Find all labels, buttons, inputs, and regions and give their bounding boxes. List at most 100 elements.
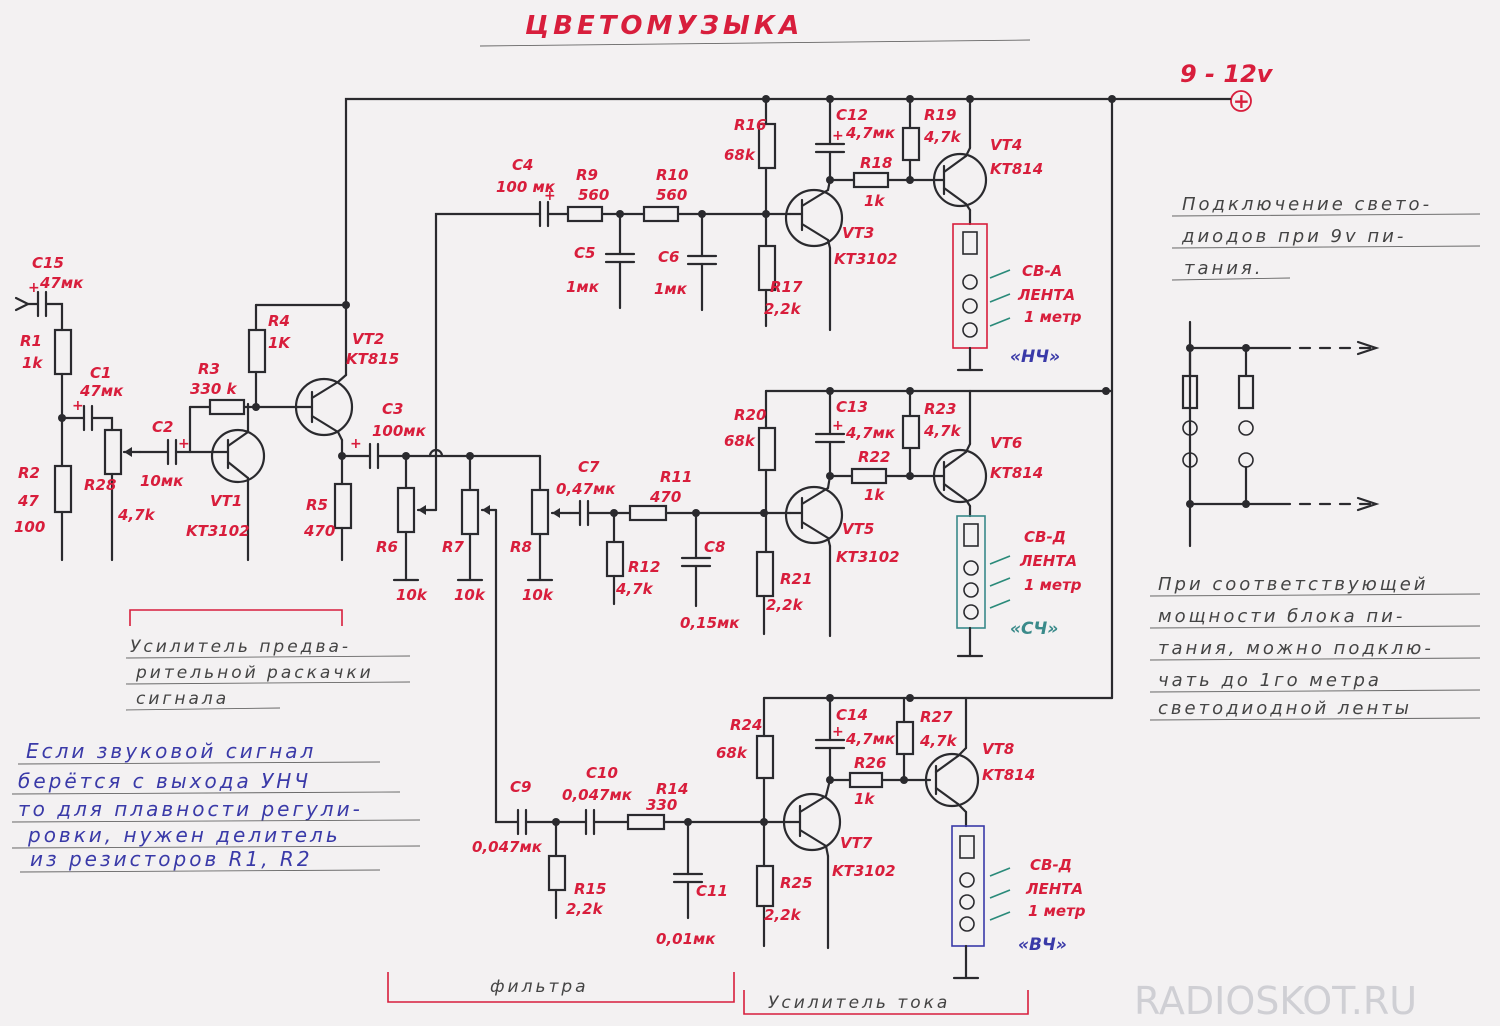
low-filter: + C4 100 мк R9 560 R10 560 C5 1мк C6 1мк: [496, 156, 792, 312]
r27-ref: R27: [920, 708, 953, 726]
vt5-ref: VT5: [842, 520, 874, 538]
c12-ref: C12: [836, 106, 868, 124]
high-band-label: «ВЧ»: [1018, 935, 1067, 955]
vt1-transistor: [210, 428, 266, 484]
svg-text:+: +: [832, 724, 844, 740]
note-connection-line1: Подключение свето-: [1182, 194, 1432, 215]
low-strip-box: [952, 223, 988, 349]
note-current-amp-label: Усилитель тока: [768, 993, 950, 1013]
r20-value: 68k: [724, 432, 756, 450]
note-divider-line3: то для плавности регули-: [18, 797, 363, 821]
r15-ref: R15: [574, 880, 606, 898]
svg-text:+: +: [832, 128, 844, 144]
r4-value: 1K: [268, 334, 291, 352]
connection-sketch: [1181, 320, 1380, 548]
c6-value: 1мк: [654, 280, 688, 298]
high-strip-line3: 1 метр: [1028, 902, 1086, 920]
r12-ref: R12: [628, 558, 660, 576]
low-strip-line1: CB-A: [1022, 262, 1062, 280]
note-divider-line5: из резисторов R1, R2: [30, 847, 313, 871]
r26-resistor: [848, 771, 884, 789]
r24-resistor: [755, 734, 775, 780]
r19-resistor: [901, 126, 921, 162]
svg-text:+: +: [72, 398, 84, 414]
c11-value: 0,01мк: [656, 930, 716, 948]
r8-value: 10k: [522, 586, 554, 604]
r16-ref: R16: [734, 116, 766, 134]
c8-ref: C8: [704, 538, 725, 556]
r26-ref: R26: [854, 754, 886, 772]
r6-ref: R6: [376, 538, 398, 556]
mid-filter: C7 0,47мк R11 470 R12 4,7k C8 0,15мк: [556, 458, 792, 632]
c14-value: 4,7мк: [845, 730, 896, 748]
r3-resistor: [208, 398, 246, 416]
r28-ref: R28: [84, 476, 116, 494]
c2-value: 10мк: [140, 472, 184, 490]
c3-value: 100мк: [372, 422, 427, 440]
vt2-ref: VT2: [352, 330, 384, 348]
r5-ref: R5: [306, 496, 328, 514]
r14-value: 330: [646, 796, 677, 814]
vt5-transistor: [784, 485, 844, 545]
low-band-label: «НЧ»: [1010, 347, 1060, 367]
svg-text:+: +: [178, 436, 190, 452]
note-preamp-line3: сигнала: [136, 689, 229, 709]
r1-ref: R1: [20, 332, 42, 350]
preamp-stage: VT1 KT3102 R3 330 k R4 1K VT2 KT815 R5: [186, 301, 542, 562]
vt3-type: KT3102: [834, 250, 898, 268]
vt6-transistor: [932, 448, 988, 504]
c13-value: 4,7мк: [845, 424, 896, 442]
c12-value: 4,7мк: [845, 124, 896, 142]
r20-ref: R20: [734, 406, 766, 424]
r5-value: 470: [303, 522, 335, 540]
vt3-transistor: [784, 188, 844, 248]
svg-text:+: +: [28, 280, 40, 296]
r9-resistor: [566, 205, 604, 223]
r23-value: 4,7k: [923, 422, 962, 440]
note-power-line3: тания, можно подклю-: [1158, 638, 1434, 659]
c10-value: 0,047мк: [562, 786, 633, 804]
r28-value: 4,7k: [117, 506, 156, 524]
c5-ref: C5: [574, 244, 595, 262]
c13-ref: C13: [836, 398, 868, 416]
c14-ref: C14: [836, 706, 868, 724]
vt2-type: KT815: [346, 350, 399, 368]
watermark: RADIOSKOT.RU: [1134, 979, 1417, 1023]
c1-value: 47мк: [79, 382, 124, 400]
r8-ref: R8: [510, 538, 532, 556]
c4-ref: C4: [512, 156, 533, 174]
r14-resistor: [626, 813, 666, 831]
r4-ref: R4: [268, 312, 290, 330]
note-power-line1: При соответствующей: [1158, 574, 1428, 595]
c10-ref: C10: [586, 764, 618, 782]
r1-resistor: [53, 328, 73, 376]
input-stage: + C15 47мк R1 1k R2 47 100 + C1 47мк R28…: [14, 254, 216, 562]
c15-ref: C15: [32, 254, 64, 272]
r15-value: 2,2k: [566, 900, 604, 918]
r10-resistor: [642, 205, 680, 223]
high-filter: C9 0,047мк C10 0,047мк R14 330 R15 2,2k …: [472, 764, 792, 948]
vt4-ref: VT4: [990, 136, 1022, 154]
r15-resistor: [547, 854, 567, 892]
note-divider-line2: берётся с выхода УНЧ: [18, 769, 311, 793]
r11-value: 470: [649, 488, 681, 506]
r2-resistor: [53, 464, 73, 514]
r18-resistor: [852, 171, 890, 189]
c9-value: 0,047мк: [472, 838, 543, 856]
high-strip-line2: ЛЕНТА: [1025, 880, 1083, 898]
r10-ref: R10: [656, 166, 688, 184]
c11-ref: C11: [696, 882, 728, 900]
vt2-transistor: [294, 377, 354, 437]
r12-value: 4,7k: [615, 580, 654, 598]
note-connection-line2: диодов при 9v пи-: [1181, 226, 1406, 247]
note-connection-line3: тания.: [1184, 258, 1264, 279]
r24-ref: R24: [730, 716, 762, 734]
vt5-type: KT3102: [836, 548, 900, 566]
r26-value: 1k: [854, 790, 875, 808]
note-power-line5: светодиодной ленты: [1158, 698, 1412, 719]
r22-ref: R22: [858, 448, 890, 466]
note-connection: Подключение свето- диодов при 9v пи- тан…: [1171, 194, 1481, 281]
r19-ref: R19: [924, 106, 956, 124]
r7-potentiometer: [460, 488, 480, 536]
r25-resistor: [755, 864, 775, 908]
